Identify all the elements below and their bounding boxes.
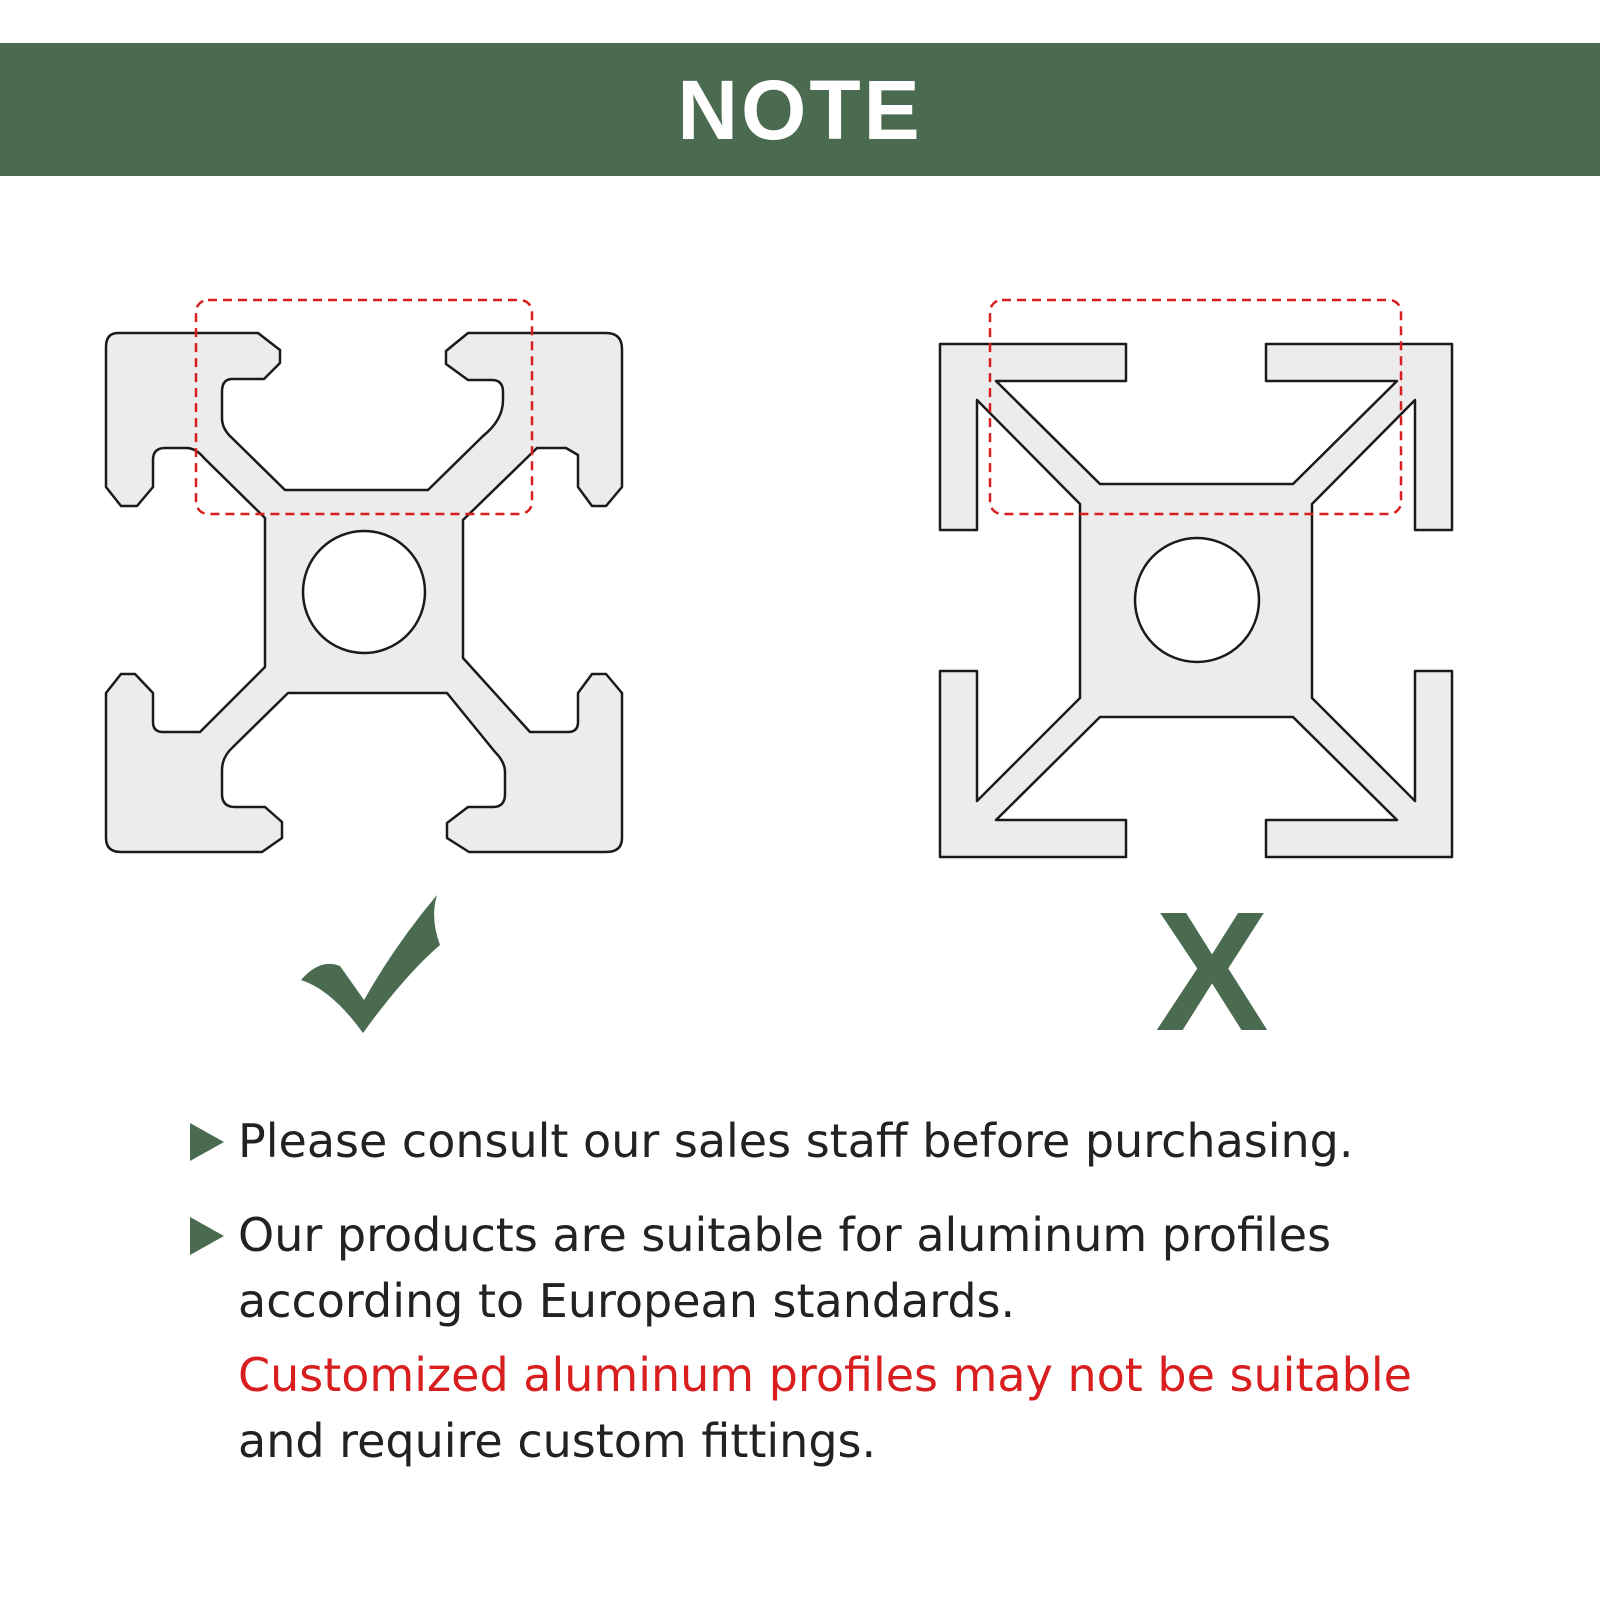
note-line: according to European standards.	[238, 1274, 1016, 1328]
note-item: Please consult our sales staff before pu…	[190, 1108, 1530, 1174]
note-item: Our products are suitable for aluminum p…	[190, 1202, 1530, 1474]
bullet-triangle-icon	[190, 1217, 224, 1255]
x-icon: X	[1155, 877, 1268, 1067]
standard-profile-center-hole	[301, 529, 427, 655]
note-warning: Customized aluminum profiles may not be …	[238, 1348, 1412, 1402]
standard-profile	[104, 298, 624, 854]
bullet-triangle-icon	[190, 1123, 224, 1161]
note-text: Please consult our sales staff before pu…	[238, 1114, 1354, 1168]
note-banner: NOTE	[0, 43, 1600, 176]
custom-profile-center-hole	[1133, 536, 1261, 664]
banner-title: NOTE	[677, 62, 923, 157]
notes-list: Please consult our sales staff before pu…	[190, 1108, 1530, 1474]
custom-profile-slot-highlight	[988, 298, 1403, 516]
standard-profile-slot-highlight	[194, 298, 534, 516]
note-line: and require custom fittings.	[238, 1414, 877, 1468]
checkmark-icon	[301, 895, 440, 1033]
note-line: Our products are suitable for aluminum p…	[238, 1208, 1332, 1262]
custom-profile	[938, 298, 1454, 859]
